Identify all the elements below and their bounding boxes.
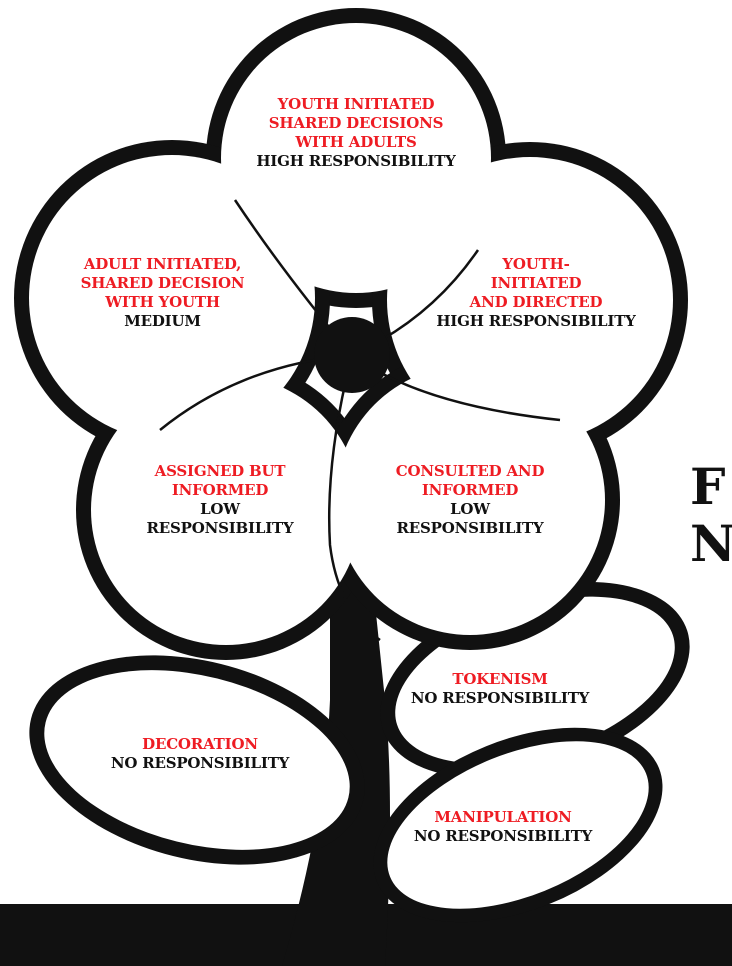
responsibility-level: NO RESPONSIBILITY [110, 754, 290, 772]
petal-title-line: SHARED DECISIONS [268, 114, 444, 132]
leaf-title: MANIPULATION [434, 808, 572, 826]
petal-lower-left [91, 375, 361, 645]
petal-lower-right-label: CONSULTED AND INFORMED LOW RESPONSIBILIT… [360, 462, 580, 538]
petal-top-label: YOUTH INITIATED SHARED DECISIONS WITH AD… [216, 95, 496, 171]
petal-title-line: INFORMED [421, 481, 519, 499]
petal-title-line: YOUTH- [502, 255, 570, 273]
flower-center [314, 317, 390, 393]
leaf-manipulation [373, 727, 663, 923]
petal-upper-left-label: ADULT INITIATED, SHARED DECISION WITH YO… [50, 255, 275, 331]
responsibility-level: MEDIUM [124, 312, 201, 330]
responsibility-level: LOW [200, 500, 240, 518]
petal-title-line: CONSULTED AND [395, 462, 545, 480]
petal-title-line: WITH YOUTH [105, 293, 220, 311]
responsibility-level: RESPONSIBILITY [146, 519, 294, 537]
responsibility-level: RESPONSIBILITY [396, 519, 544, 537]
responsibility-level: NO RESPONSIBILITY [410, 689, 590, 707]
petal-title-line: SHARED DECISION [80, 274, 245, 292]
leaf-decoration [29, 655, 365, 865]
responsibility-level: LOW [450, 500, 490, 518]
petal-lower-left-label: ASSIGNED BUT INFORMED LOW RESPONSIBILITY [110, 462, 330, 538]
responsibility-level: HIGH RESPONSIBILITY [256, 152, 456, 170]
petal-title-line: AND DIRECTED [469, 293, 603, 311]
leaf-tokenism-label: TOKENISM NO RESPONSIBILITY [390, 670, 610, 708]
petal-title-line: INITIATED [490, 274, 582, 292]
petal-upper-left [29, 155, 315, 441]
petal-upper-right-label: YOUTH- INITIATED AND DIRECTED HIGH RESPO… [420, 255, 652, 331]
responsibility-level: HIGH RESPONSIBILITY [436, 312, 636, 330]
leaf-title: DECORATION [142, 735, 258, 753]
leaf-title: TOKENISM [452, 670, 548, 688]
edge-letter-f: F [690, 457, 726, 516]
petal-title-line: YOUTH INITIATED [277, 95, 435, 113]
petal-title-line: INFORMED [171, 481, 269, 499]
leaf-manipulation-label: MANIPULATION NO RESPONSIBILITY [393, 808, 613, 846]
leaf-decoration-label: DECORATION NO RESPONSIBILITY [90, 735, 310, 773]
responsibility-level: NO RESPONSIBILITY [413, 827, 593, 845]
edge-letter-n: N [690, 514, 732, 573]
petal-title-line: WITH ADULTS [295, 133, 417, 151]
petal-title-line: ADULT INITIATED, [83, 255, 242, 273]
petal-title-line: ASSIGNED BUT [154, 462, 286, 480]
petal-lower-right [335, 365, 605, 635]
